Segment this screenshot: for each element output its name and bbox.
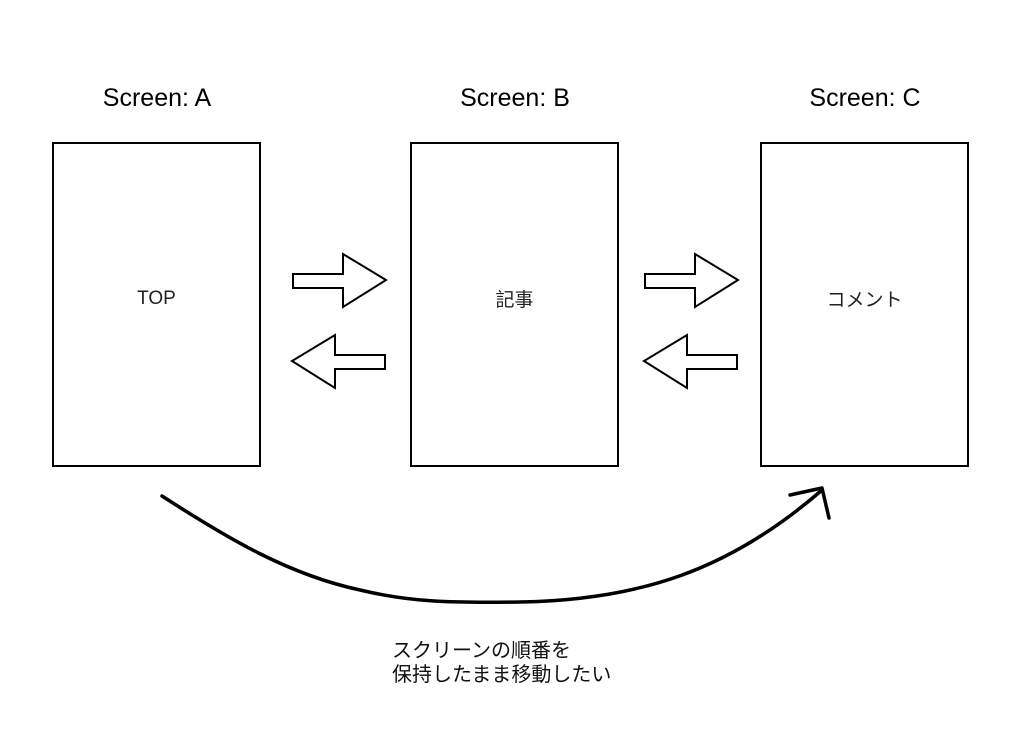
screen-b-box: 記事 [410,142,619,467]
arrow-right-a-b-icon [292,252,388,309]
screen-a-label: TOP [137,287,176,309]
arrow-left-c-b-icon [642,333,738,390]
note-line-1: スクリーンの順番を [392,638,571,662]
curved-jump-arrow [160,488,824,605]
screen-c-box: コメント [760,142,969,467]
screen-b-label: 記事 [495,290,534,311]
arrow-right-b-c-icon [644,252,740,309]
screen-c-label: コメント [826,290,903,311]
note-line-2: 保持したまま移動したい [392,662,612,686]
screen-c-title: Screen: C [809,84,921,112]
screen-a-title: Screen: A [102,84,212,112]
arrow-left-b-a-icon [290,333,386,390]
screen-a-box: TOP [52,142,261,467]
note-text: スクリーンの順番を 保持したまま移動したい [392,638,611,686]
screen-b-title: Screen: B [460,84,570,112]
curved-arrowhead-icon [788,486,831,520]
